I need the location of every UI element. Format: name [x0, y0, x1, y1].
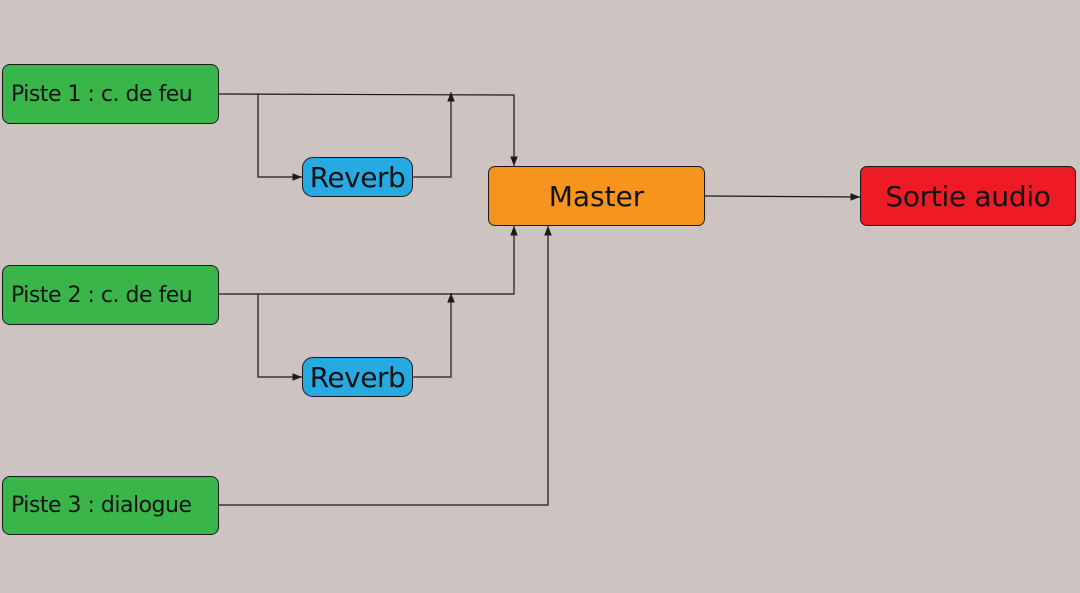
wire-track2-reverb2 [257, 294, 302, 381]
track-2-node[interactable]: Piste 2 : c. de feu [2, 265, 219, 325]
wire-track1-master [218, 93, 518, 166]
wire-track1-reverb1 [257, 94, 302, 181]
output-node[interactable]: Sortie audio [860, 166, 1076, 226]
track-1-label: Piste 1 : c. de feu [11, 81, 193, 107]
reverb-2-node[interactable]: Reverb [302, 357, 413, 397]
wire-master-output [704, 193, 861, 201]
reverb-1-node[interactable]: Reverb [302, 157, 413, 197]
wire-track3-master [219, 226, 552, 506]
reverb-2-label: Reverb [309, 360, 406, 394]
wire-reverb2-return [413, 293, 455, 378]
track-1-node[interactable]: Piste 1 : c. de feu [2, 64, 219, 124]
master-label: Master [548, 179, 645, 213]
track-3-label: Piste 3 : dialogue [11, 493, 192, 518]
track-2-label: Piste 2 : c. de feu [11, 282, 193, 308]
reverb-1-label: Reverb [309, 160, 406, 194]
master-node[interactable]: Master [488, 166, 705, 226]
output-label: Sortie audio [885, 179, 1051, 213]
track-3-node[interactable]: Piste 3 : dialogue [2, 476, 219, 535]
wire-reverb1-return [413, 92, 455, 178]
wire-track2-master [219, 226, 518, 295]
